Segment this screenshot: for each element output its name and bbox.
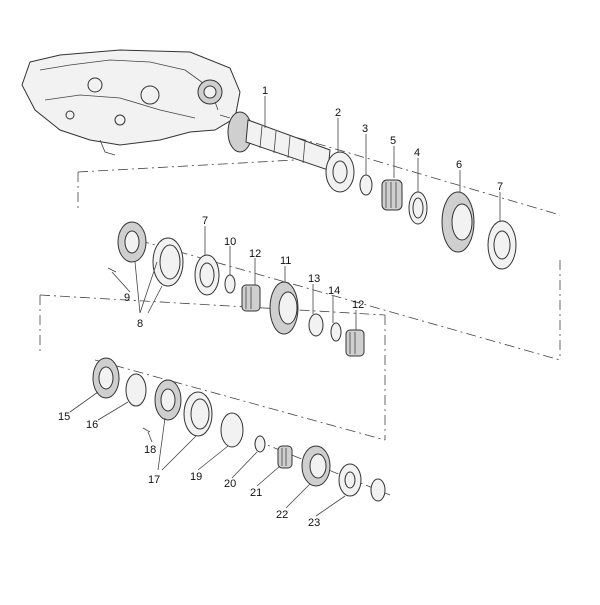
needle-bearing-part-21 xyxy=(277,445,293,469)
callout-20: 20 xyxy=(224,478,236,490)
callout-22: 22 xyxy=(276,509,288,521)
callout-16: 16 xyxy=(86,419,98,431)
callout-2: 2 xyxy=(335,107,341,119)
callout-15: 15 xyxy=(58,411,70,423)
callout-10: 10 xyxy=(224,236,236,248)
leader-lines xyxy=(69,96,501,517)
ring-part-20 xyxy=(254,435,266,453)
sync-ring-part-19 xyxy=(220,412,244,448)
needle-bearing-part-5 xyxy=(381,179,403,211)
callout-7: 7 xyxy=(497,181,503,193)
callout-14: 14 xyxy=(328,285,340,297)
callout-3: 3 xyxy=(362,123,368,135)
gear-part-6 xyxy=(441,191,475,253)
pin-part-18 xyxy=(142,427,151,433)
callout-19: 19 xyxy=(190,471,202,483)
sync-ring-part-16 xyxy=(125,373,147,407)
ring-part-10 xyxy=(224,274,236,294)
callout-12: 12 xyxy=(249,248,261,260)
callout-9: 9 xyxy=(124,292,130,304)
callout-5: 5 xyxy=(390,135,396,147)
shaft-part-1 xyxy=(227,111,331,171)
needle-bearing-part-12 xyxy=(241,284,261,312)
callout-4: 4 xyxy=(414,147,420,159)
callout-12b: 12 xyxy=(352,299,364,311)
ring-part-13 xyxy=(308,313,324,337)
synchro-hub-part-17 xyxy=(154,379,213,437)
callout-17: 17 xyxy=(148,474,160,486)
needle-bearing-part-12b xyxy=(345,329,365,357)
callout-1: 1 xyxy=(262,85,268,97)
gear-part-22 xyxy=(301,445,331,487)
gearbox-housing xyxy=(21,49,241,156)
ring-part-3 xyxy=(359,174,373,196)
callout-13: 13 xyxy=(308,273,320,285)
callout-8: 8 xyxy=(137,318,143,330)
assembly-axes xyxy=(39,114,561,496)
gear-part-11 xyxy=(269,281,299,335)
ring-part-23b xyxy=(370,478,386,502)
pin-part-9 xyxy=(107,267,117,273)
synchro-hub-part-8 xyxy=(117,221,184,287)
callout-7b: 7 xyxy=(202,215,208,227)
callout-21: 21 xyxy=(250,487,262,499)
callout-18: 18 xyxy=(144,444,156,456)
callout-23: 23 xyxy=(308,517,320,529)
callout-11: 11 xyxy=(280,255,291,267)
callout-6: 6 xyxy=(456,159,462,171)
ring-part-14 xyxy=(330,322,342,342)
